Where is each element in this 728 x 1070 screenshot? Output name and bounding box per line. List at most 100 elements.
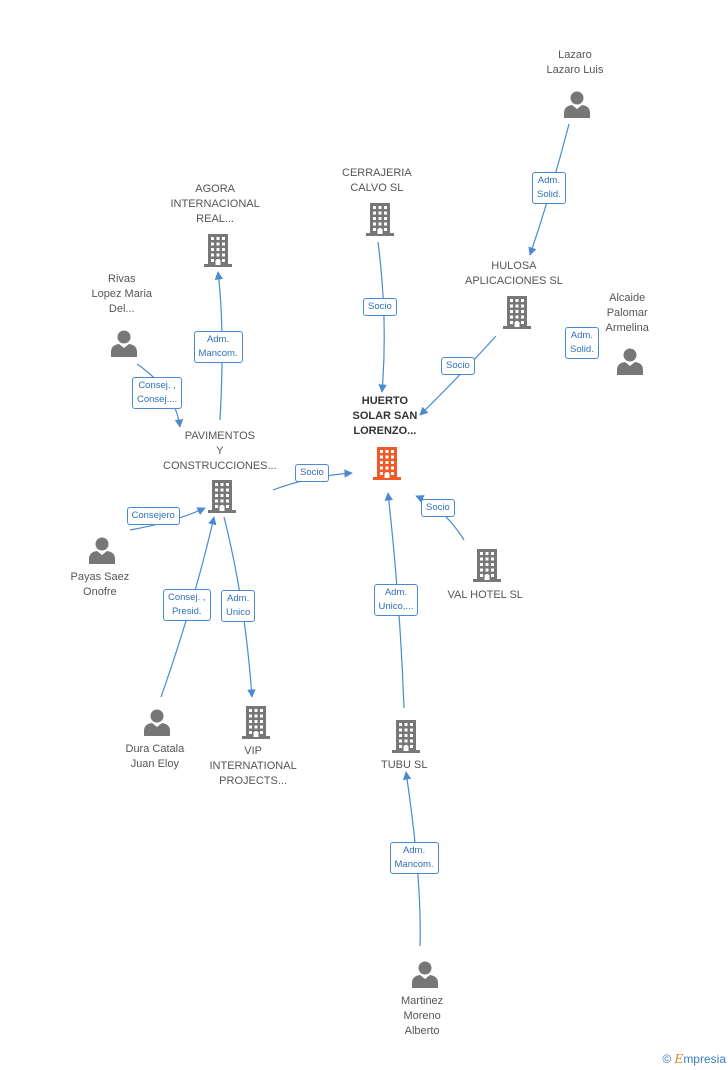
edge-label-cerrajeria_main[interactable]: Socio	[363, 298, 397, 316]
edge-label-valhotel_main[interactable]: Socio	[421, 499, 455, 517]
edge-label-line: Socio	[446, 360, 470, 371]
node-label-line: CONSTRUCCIONES...	[163, 460, 277, 472]
node-label-line: PAVIMENTOS	[184, 430, 255, 442]
edge-label-pavimentos_vip[interactable]: Adm. Unico	[221, 590, 256, 622]
building-icon[interactable]	[203, 233, 233, 272]
node-label-line: AGORA	[195, 183, 235, 195]
node-label-line: Y	[216, 445, 224, 457]
node-label-line: Alberto	[404, 1025, 440, 1037]
node-label-line: INTERNACIONAL	[170, 198, 260, 210]
node-label-line: VIP	[244, 745, 262, 757]
edge-label-line: Socio	[426, 502, 450, 513]
edge-label-line: Solid.	[570, 344, 594, 355]
node-label-line: TUBU SL	[381, 759, 428, 771]
node-label-vip[interactable]: VIP INTERNATIONAL PROJECTS...	[210, 744, 297, 789]
edge-hulosa_main	[419, 335, 497, 416]
edge-label-rivas_pavimentos[interactable]: Consej. , Consej....	[132, 377, 183, 409]
edge-label-hulosa_main[interactable]: Socio	[441, 357, 475, 375]
edge-label-alcaide_hulosa[interactable]: Adm.Solid.	[565, 327, 599, 359]
node-label-line: Payas Saez	[70, 571, 130, 583]
edge-label-martinez_tubu[interactable]: Adm. Mancom.	[389, 842, 439, 874]
node-label-line: Palomar	[606, 307, 648, 319]
node-label-tubu[interactable]: TUBU SL	[381, 758, 427, 773]
edge-label-line: Consej. ,	[168, 592, 206, 603]
node-label-line: LORENZO...	[353, 425, 417, 437]
edge-label-payas_pavimentos[interactable]: Consejero	[126, 507, 180, 525]
edge-label-line: Unico,...	[378, 601, 414, 612]
person-icon[interactable]	[563, 90, 591, 123]
edge-cerrajeria_main	[377, 241, 387, 393]
node-label-line: VAL HOTEL SL	[447, 589, 523, 601]
node-label-line: REAL...	[196, 213, 235, 225]
edge-label-dura_pavimentos[interactable]: Consej. , Presid.	[163, 589, 211, 621]
edge-label-line: Solid.	[537, 189, 561, 200]
copyright-symbol: ©	[662, 1052, 672, 1066]
node-label-line: Lazaro	[558, 49, 592, 61]
node-label-line: HULOSA	[491, 260, 537, 272]
edge-label-line: Socio	[300, 467, 324, 478]
building-icon[interactable]	[372, 446, 402, 485]
edge-label-line: Adm.	[206, 334, 230, 345]
edge-label-line: Unico	[226, 607, 251, 618]
node-label-line: PROJECTS...	[219, 775, 288, 787]
node-label-hulosa[interactable]: HULOSA APLICACIONES SL	[465, 259, 563, 289]
building-icon[interactable]	[241, 705, 271, 744]
node-label-cerrajeria[interactable]: CERRAJERIA CALVO SL	[342, 166, 412, 196]
edge-label-line: Consej....	[137, 394, 178, 405]
node-label-line: Armelina	[605, 322, 649, 334]
node-label-line: CERRAJERIA	[342, 167, 412, 179]
person-icon[interactable]	[411, 960, 439, 993]
node-label-line: Rivas	[108, 273, 136, 285]
building-icon[interactable]	[502, 295, 532, 334]
node-label-line: Lopez Maria	[91, 288, 153, 300]
node-label-line: INTERNATIONAL	[209, 760, 297, 772]
edge-label-line: Adm.	[537, 175, 560, 186]
building-icon[interactable]	[365, 202, 395, 241]
building-icon[interactable]	[391, 719, 421, 758]
node-label-line: Moreno	[403, 1010, 441, 1022]
edge-label-line: Adm.	[384, 587, 408, 598]
node-label-line: Onofre	[83, 586, 117, 598]
brand-initial: E	[674, 1052, 684, 1066]
building-icon[interactable]	[472, 548, 502, 587]
edge-label-line: Socio	[368, 301, 392, 312]
node-label-line: CALVO SL	[350, 182, 404, 194]
node-label-line: Alcaide	[609, 292, 646, 304]
node-label-pavimentos[interactable]: PAVIMENTOS Y CONSTRUCCIONES...	[163, 429, 277, 474]
brand-name: mpresia	[683, 1052, 726, 1066]
node-label-line: Martinez	[401, 995, 444, 1007]
edge-label-line: Mancom.	[198, 348, 238, 359]
edge-label-line: Consejero	[131, 510, 175, 521]
node-label-line: HUERTO	[361, 395, 409, 407]
node-label-line: APLICACIONES SL	[465, 275, 563, 287]
person-icon[interactable]	[110, 329, 138, 362]
building-icon[interactable]	[207, 479, 237, 518]
footer-brand[interactable]: © Empresia	[662, 1052, 726, 1066]
node-label-valhotel[interactable]: VAL HOTEL SL	[448, 588, 523, 603]
node-label-line: Lazaro Luis	[546, 64, 604, 76]
edge-label-line: Adm.	[227, 593, 250, 604]
edge-label-line: Mancom.	[394, 859, 434, 870]
node-label-main[interactable]: HUERTO SOLAR SAN LORENZO...	[353, 394, 418, 439]
edge-label-pavimentos_main[interactable]: Socio	[295, 464, 329, 482]
edge-label-pavimentos_agora[interactable]: Adm. Mancom.	[193, 331, 243, 363]
edge-label-line: Consej. ,	[138, 380, 176, 391]
edge-label-line: Presid.	[171, 606, 202, 617]
person-icon[interactable]	[616, 347, 644, 380]
node-label-agora[interactable]: AGORA INTERNACIONAL REAL...	[171, 182, 260, 227]
edge-label-line: Adm.	[402, 845, 426, 856]
edge-label-lazaro_hulosa[interactable]: Adm. Solid.	[532, 172, 566, 204]
node-label-line: SOLAR SAN	[352, 410, 418, 422]
person-icon[interactable]	[88, 536, 116, 569]
edge-label-tubu_main[interactable]: Adm. Unico,...	[373, 584, 419, 616]
person-icon[interactable]	[143, 708, 171, 741]
node-label-line: Dura Catala	[125, 743, 185, 755]
